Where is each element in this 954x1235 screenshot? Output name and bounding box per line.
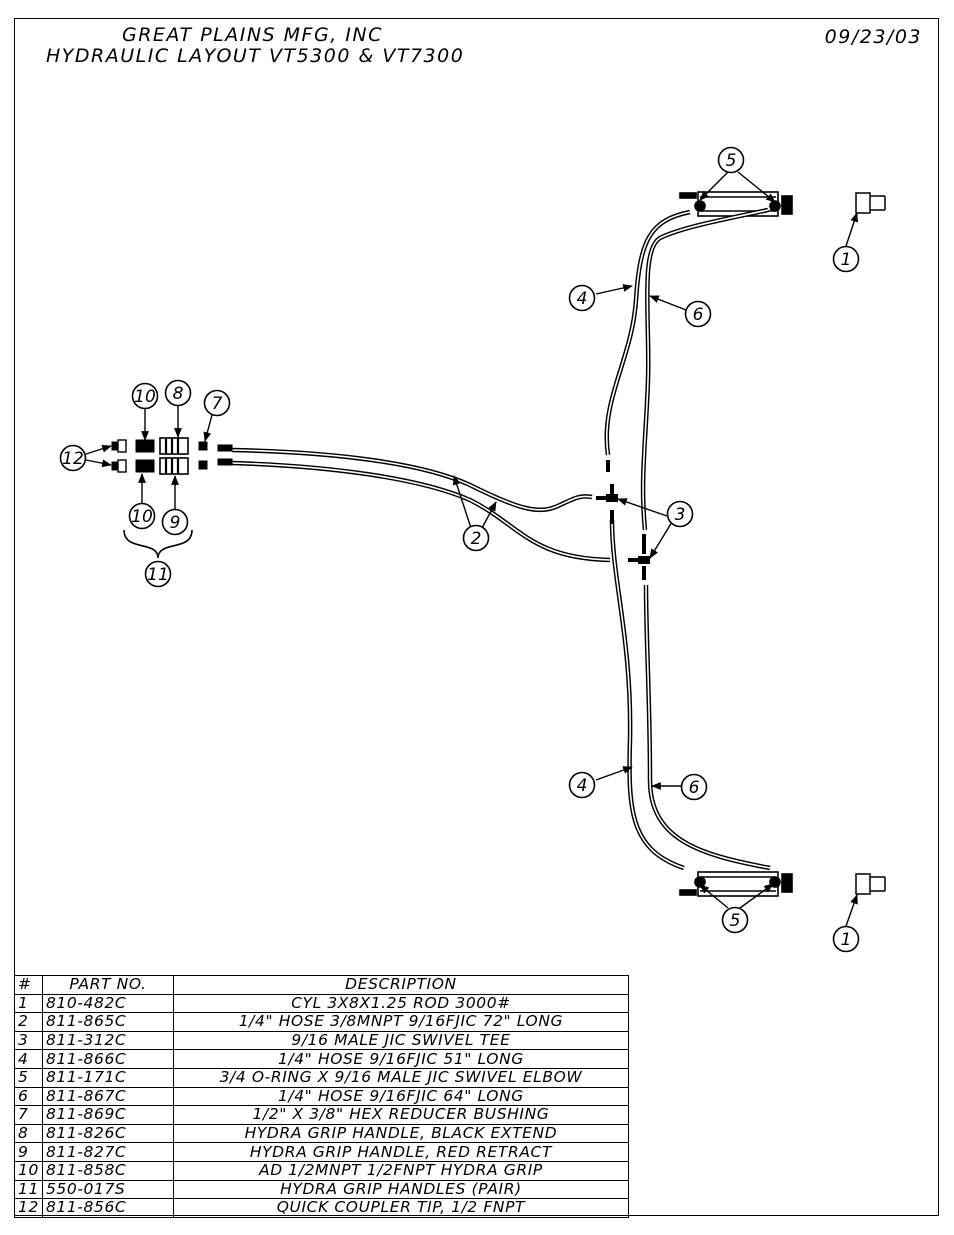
row-part-no: 810-482C (41, 993, 174, 1014)
row-description: 3/4 O-RING X 9/16 MALE JIC SWIVEL ELBOW (172, 1067, 629, 1088)
row-part-no: 811-856C (41, 1198, 174, 1218)
callout-11: 11 (144, 560, 172, 588)
row-number: 2 (14, 1012, 43, 1032)
row-description: 1/4" HOSE 3/8MNPT 9/16FJIC 72" LONG (172, 1012, 629, 1032)
row-description: CYL 3X8X1.25 ROD 3000# (172, 993, 629, 1014)
callout-5-bottom: 5 (721, 906, 749, 934)
swivel-tee (596, 460, 650, 580)
callout-8: 8 (164, 379, 192, 407)
svg-text:10: 10 (131, 507, 153, 527)
svg-text:8: 8 (173, 384, 184, 404)
svg-text:7: 7 (212, 394, 223, 414)
callout-5-top: 5 (717, 146, 745, 174)
callout-4-bottom: 4 (568, 771, 596, 799)
clevis-top (855, 192, 886, 214)
svg-text:9: 9 (170, 513, 181, 533)
table-header-row: # PART NO. DESCRIPTION (14, 975, 629, 995)
svg-text:6: 6 (693, 305, 704, 325)
row-part-no: 811-171C (41, 1067, 174, 1088)
company-name: GREAT PLAINS MFG, INC (122, 24, 383, 46)
row-description: HYDRA GRIP HANDLE, RED RETRACT (172, 1142, 629, 1162)
row-part-no: 811-312C (41, 1030, 174, 1051)
row-number: 1 (14, 993, 43, 1014)
callout-2: 2 (462, 524, 490, 552)
header-part-no: PART NO. (41, 975, 174, 995)
callout-6-top: 6 (684, 300, 712, 328)
callout-4-top: 4 (568, 284, 596, 312)
row-description: HYDRA GRIP HANDLES (PAIR) (172, 1179, 629, 1200)
svg-text:12: 12 (62, 449, 84, 469)
hydraulic-layout-drawing: 5 1 4 6 10 8 7 12 10 9 2 3 11 4 6 5 1 (59, 146, 886, 953)
header-number: # (14, 975, 43, 995)
cylinder-bottom (679, 871, 793, 897)
row-number: 10 (14, 1160, 43, 1181)
header-description: DESCRIPTION (172, 975, 629, 995)
row-description: 9/16 MALE JIC SWIVEL TEE (172, 1030, 629, 1051)
callout-6-bottom: 6 (680, 773, 708, 801)
row-part-no: 811-826C (41, 1123, 174, 1144)
svg-text:5: 5 (730, 911, 741, 931)
row-number: 5 (14, 1067, 43, 1088)
row-part-no: 811-858C (41, 1160, 174, 1181)
row-description: AD 1/2MNPT 1/2FNPT HYDRA GRIP (172, 1160, 629, 1181)
row-description: 1/4" HOSE 9/16FJIC 51" LONG (172, 1049, 629, 1069)
svg-text:1: 1 (841, 930, 852, 950)
row-description: 1/4" HOSE 9/16FJIC 64" LONG (172, 1086, 629, 1107)
svg-text:3: 3 (675, 505, 686, 525)
row-number: 3 (14, 1030, 43, 1051)
drawing-date: 09/23/03 (824, 26, 922, 48)
callout-12: 12 (59, 444, 87, 472)
svg-text:2: 2 (471, 529, 482, 549)
coupler-assembly (111, 437, 233, 475)
callout-7: 7 (203, 389, 231, 417)
svg-text:5: 5 (726, 151, 737, 171)
callout-9: 9 (161, 508, 189, 536)
drawing-title: HYDRAULIC LAYOUT VT5300 & VT7300 (46, 45, 465, 67)
leader-lines (85, 171, 858, 927)
row-number: 6 (14, 1086, 43, 1107)
svg-text:1: 1 (841, 250, 852, 270)
row-description: HYDRA GRIP HANDLE, BLACK EXTEND (172, 1123, 629, 1144)
row-description: 1/2" X 3/8" HEX REDUCER BUSHING (172, 1105, 629, 1125)
callout-3: 3 (666, 500, 694, 528)
svg-text:4: 4 (577, 776, 588, 796)
row-number: 11 (14, 1179, 43, 1200)
row-number: 9 (14, 1142, 43, 1162)
row-part-no: 811-866C (41, 1049, 174, 1069)
svg-text:10: 10 (134, 387, 156, 407)
callout-1-bottom: 1 (832, 925, 860, 953)
row-part-no: 811-865C (41, 1012, 174, 1032)
brace-11 (123, 529, 193, 559)
row-number: 4 (14, 1049, 43, 1069)
row-part-no: 811-869C (41, 1105, 174, 1125)
callout-1-top: 1 (832, 245, 860, 273)
svg-text:4: 4 (577, 289, 588, 309)
row-part-no: 811-867C (41, 1086, 174, 1107)
row-description: QUICK COUPLER TIP, 1/2 FNPT (172, 1198, 629, 1218)
cylinder-top (679, 191, 793, 217)
callout-10-bottom: 10 (128, 502, 156, 530)
row-part-no: 811-827C (41, 1142, 174, 1162)
row-number: 12 (14, 1198, 43, 1218)
row-number: 7 (14, 1105, 43, 1125)
clevis-bottom (855, 873, 886, 895)
svg-text:11: 11 (147, 565, 169, 585)
row-part-no: 550-017S (41, 1179, 174, 1200)
row-number: 8 (14, 1123, 43, 1144)
callout-10-top: 10 (131, 382, 159, 410)
svg-text:6: 6 (689, 778, 700, 798)
